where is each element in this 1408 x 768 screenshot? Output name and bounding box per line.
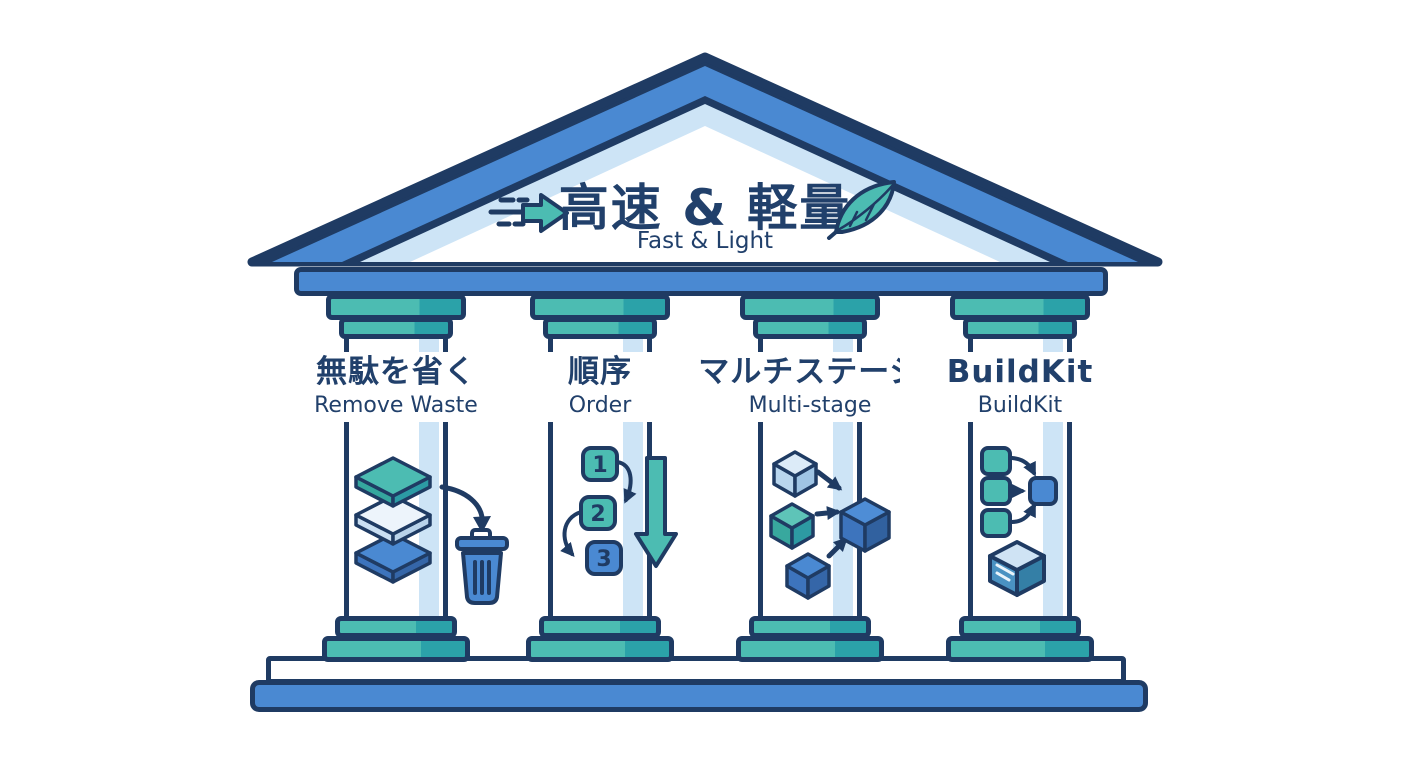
pillar-title-en: Remove Waste [276,392,516,422]
step-number-3: 3 [596,547,611,572]
pillar-base-lower [946,636,1094,662]
build-step-box [980,476,1012,506]
pillar-base-upper [335,616,457,638]
pillar-base-upper [539,616,661,638]
image-layers-icon [354,456,432,584]
pillar-capital [950,294,1090,320]
base-step [250,680,1148,712]
pillar-capital-lower [963,317,1077,339]
build-result-box [1028,476,1058,506]
pillar-base-upper [749,616,871,638]
stage-cube-teal [769,502,815,550]
pillar-base-upper [959,616,1081,638]
step-box-3 [585,540,623,576]
merge-stages-icon [769,450,891,600]
entablature-beam [294,267,1108,296]
curved-arrow [439,484,485,520]
pillar-title-jp: 順序 [480,352,720,392]
step-number-1: 1 [592,453,607,478]
pillar-base-lower [736,636,884,662]
step-number-2: 2 [590,502,605,527]
pillar-title-en: BuildKit [900,392,1140,422]
build-step-box [980,446,1012,476]
step-box-2 [579,495,617,531]
build-step-box [980,508,1012,538]
title-en: Fast & Light [636,228,774,254]
pillar-title-jp: BuildKit [900,352,1140,392]
container-package-icon [988,540,1046,597]
down-arrow [634,456,678,568]
trash-can-icon [455,528,509,605]
pillar-title-en: Order [480,392,720,422]
layers-to-trash-icon [354,456,509,605]
ordered-steps-icon: 1 2 3 [560,446,678,576]
pillar-base-lower [526,636,674,662]
build-graph-icon [980,446,1058,597]
pillar-capital [326,294,466,320]
final-image-cube [839,497,891,553]
pillar-capital [530,294,670,320]
pillar-base-lower [322,636,470,662]
step-box-1 [581,446,619,482]
stage-cube-light [772,450,818,498]
stage-cube-blue [785,552,831,600]
pillar-title-en: Multi-stage [690,392,930,422]
pillar-title-jp: マルチステージ [690,352,930,392]
pillar-capital-lower [543,317,657,339]
pillar-title-jp: 無駄を省く [276,352,516,392]
pillar-capital-lower [339,317,453,339]
pillar-capital [740,294,880,320]
pillar-capital-lower [753,317,867,339]
